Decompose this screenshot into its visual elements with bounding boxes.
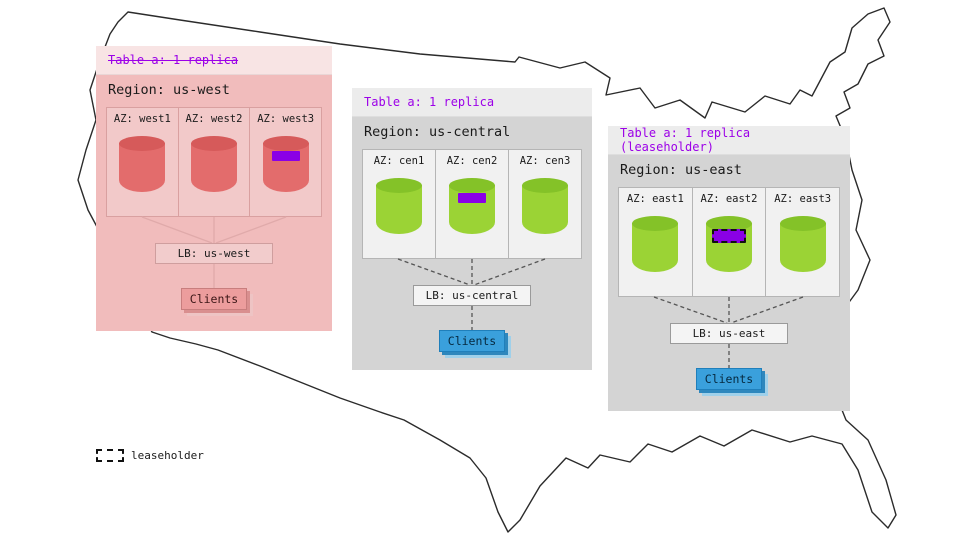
region-panel-us-east: Table a: 1 replica (leaseholder) Region:…: [608, 126, 850, 411]
database-cylinder: [449, 178, 495, 234]
table-replica-header: Table a: 1 replica (leaseholder): [608, 126, 850, 155]
table-replica-label: Table a: 1 replica: [108, 53, 239, 67]
az-cell-east1: AZ: east1: [619, 188, 692, 296]
az-cell-cen3: AZ: cen3: [508, 150, 581, 258]
clients-box: Clients: [696, 368, 762, 390]
replica-chip: [458, 193, 486, 203]
region-label: Region: us-east: [620, 162, 742, 178]
load-balancer-box: LB: us-west: [155, 243, 273, 264]
table-replica-header: Table a: 1 replica: [352, 88, 592, 117]
database-cylinder: [191, 136, 237, 192]
table-replica-header: Table a: 1 replica: [96, 46, 332, 75]
table-replica-label: Table a: 1 replica (leaseholder): [620, 126, 751, 154]
database-cylinder: [706, 216, 752, 272]
region-panel-us-central: Table a: 1 replica Region: us-central AZ…: [352, 88, 592, 370]
database-cylinder: [522, 178, 568, 234]
leaseholder-chip: [712, 229, 746, 243]
load-balancer-box: LB: us-east: [670, 323, 788, 344]
az-label: AZ: cen2: [446, 155, 498, 167]
legend: leaseholder: [96, 449, 204, 462]
region-label: Region: us-central: [364, 124, 511, 140]
region-body: Region: us-west AZ: west1 AZ: west2 AZ: …: [96, 75, 332, 332]
region-panel-us-west: Table a: 1 replica Region: us-west AZ: w…: [96, 46, 332, 331]
az-label: AZ: east1: [626, 193, 684, 205]
az-cell-west1: AZ: west1: [107, 108, 178, 216]
az-container: AZ: east1 AZ: east2 AZ: east3: [618, 187, 840, 297]
az-cell-west3: AZ: west3: [249, 108, 321, 216]
az-cell-west2: AZ: west2: [177, 108, 250, 216]
database-cylinder: [632, 216, 679, 272]
az-cell-east3: AZ: east3: [765, 188, 839, 296]
region-body: Region: us-central AZ: cen1 AZ: cen2 AZ:…: [352, 117, 592, 371]
az-cell-cen2: AZ: cen2: [435, 150, 508, 258]
az-label: AZ: east3: [774, 193, 832, 205]
az-label: AZ: cen3: [519, 155, 571, 167]
database-cylinder: [119, 136, 166, 192]
database-cylinder: [376, 178, 422, 234]
az-label: AZ: west1: [113, 113, 171, 125]
az-container: AZ: west1 AZ: west2 AZ: west3: [106, 107, 322, 217]
az-label: AZ: west2: [185, 113, 243, 125]
database-cylinder: [779, 216, 826, 272]
clients-box: Clients: [439, 330, 505, 352]
leaseholder-swatch-icon: [96, 449, 124, 462]
az-cell-east2: AZ: east2: [691, 188, 766, 296]
replica-chip: [271, 151, 300, 161]
load-balancer-box: LB: us-central: [413, 285, 531, 306]
az-label: AZ: west3: [257, 113, 315, 125]
region-body: Region: us-east AZ: east1 AZ: east2 AZ: …: [608, 155, 850, 412]
clients-box: Clients: [181, 288, 247, 310]
az-cell-cen1: AZ: cen1: [363, 150, 435, 258]
database-cylinder: [262, 136, 309, 192]
legend-label: leaseholder: [131, 449, 204, 462]
table-replica-label: Table a: 1 replica: [364, 95, 495, 109]
az-label: AZ: east2: [700, 193, 758, 205]
region-label: Region: us-west: [108, 82, 230, 98]
az-container: AZ: cen1 AZ: cen2 AZ: cen3: [362, 149, 582, 259]
az-label: AZ: cen1: [373, 155, 425, 167]
